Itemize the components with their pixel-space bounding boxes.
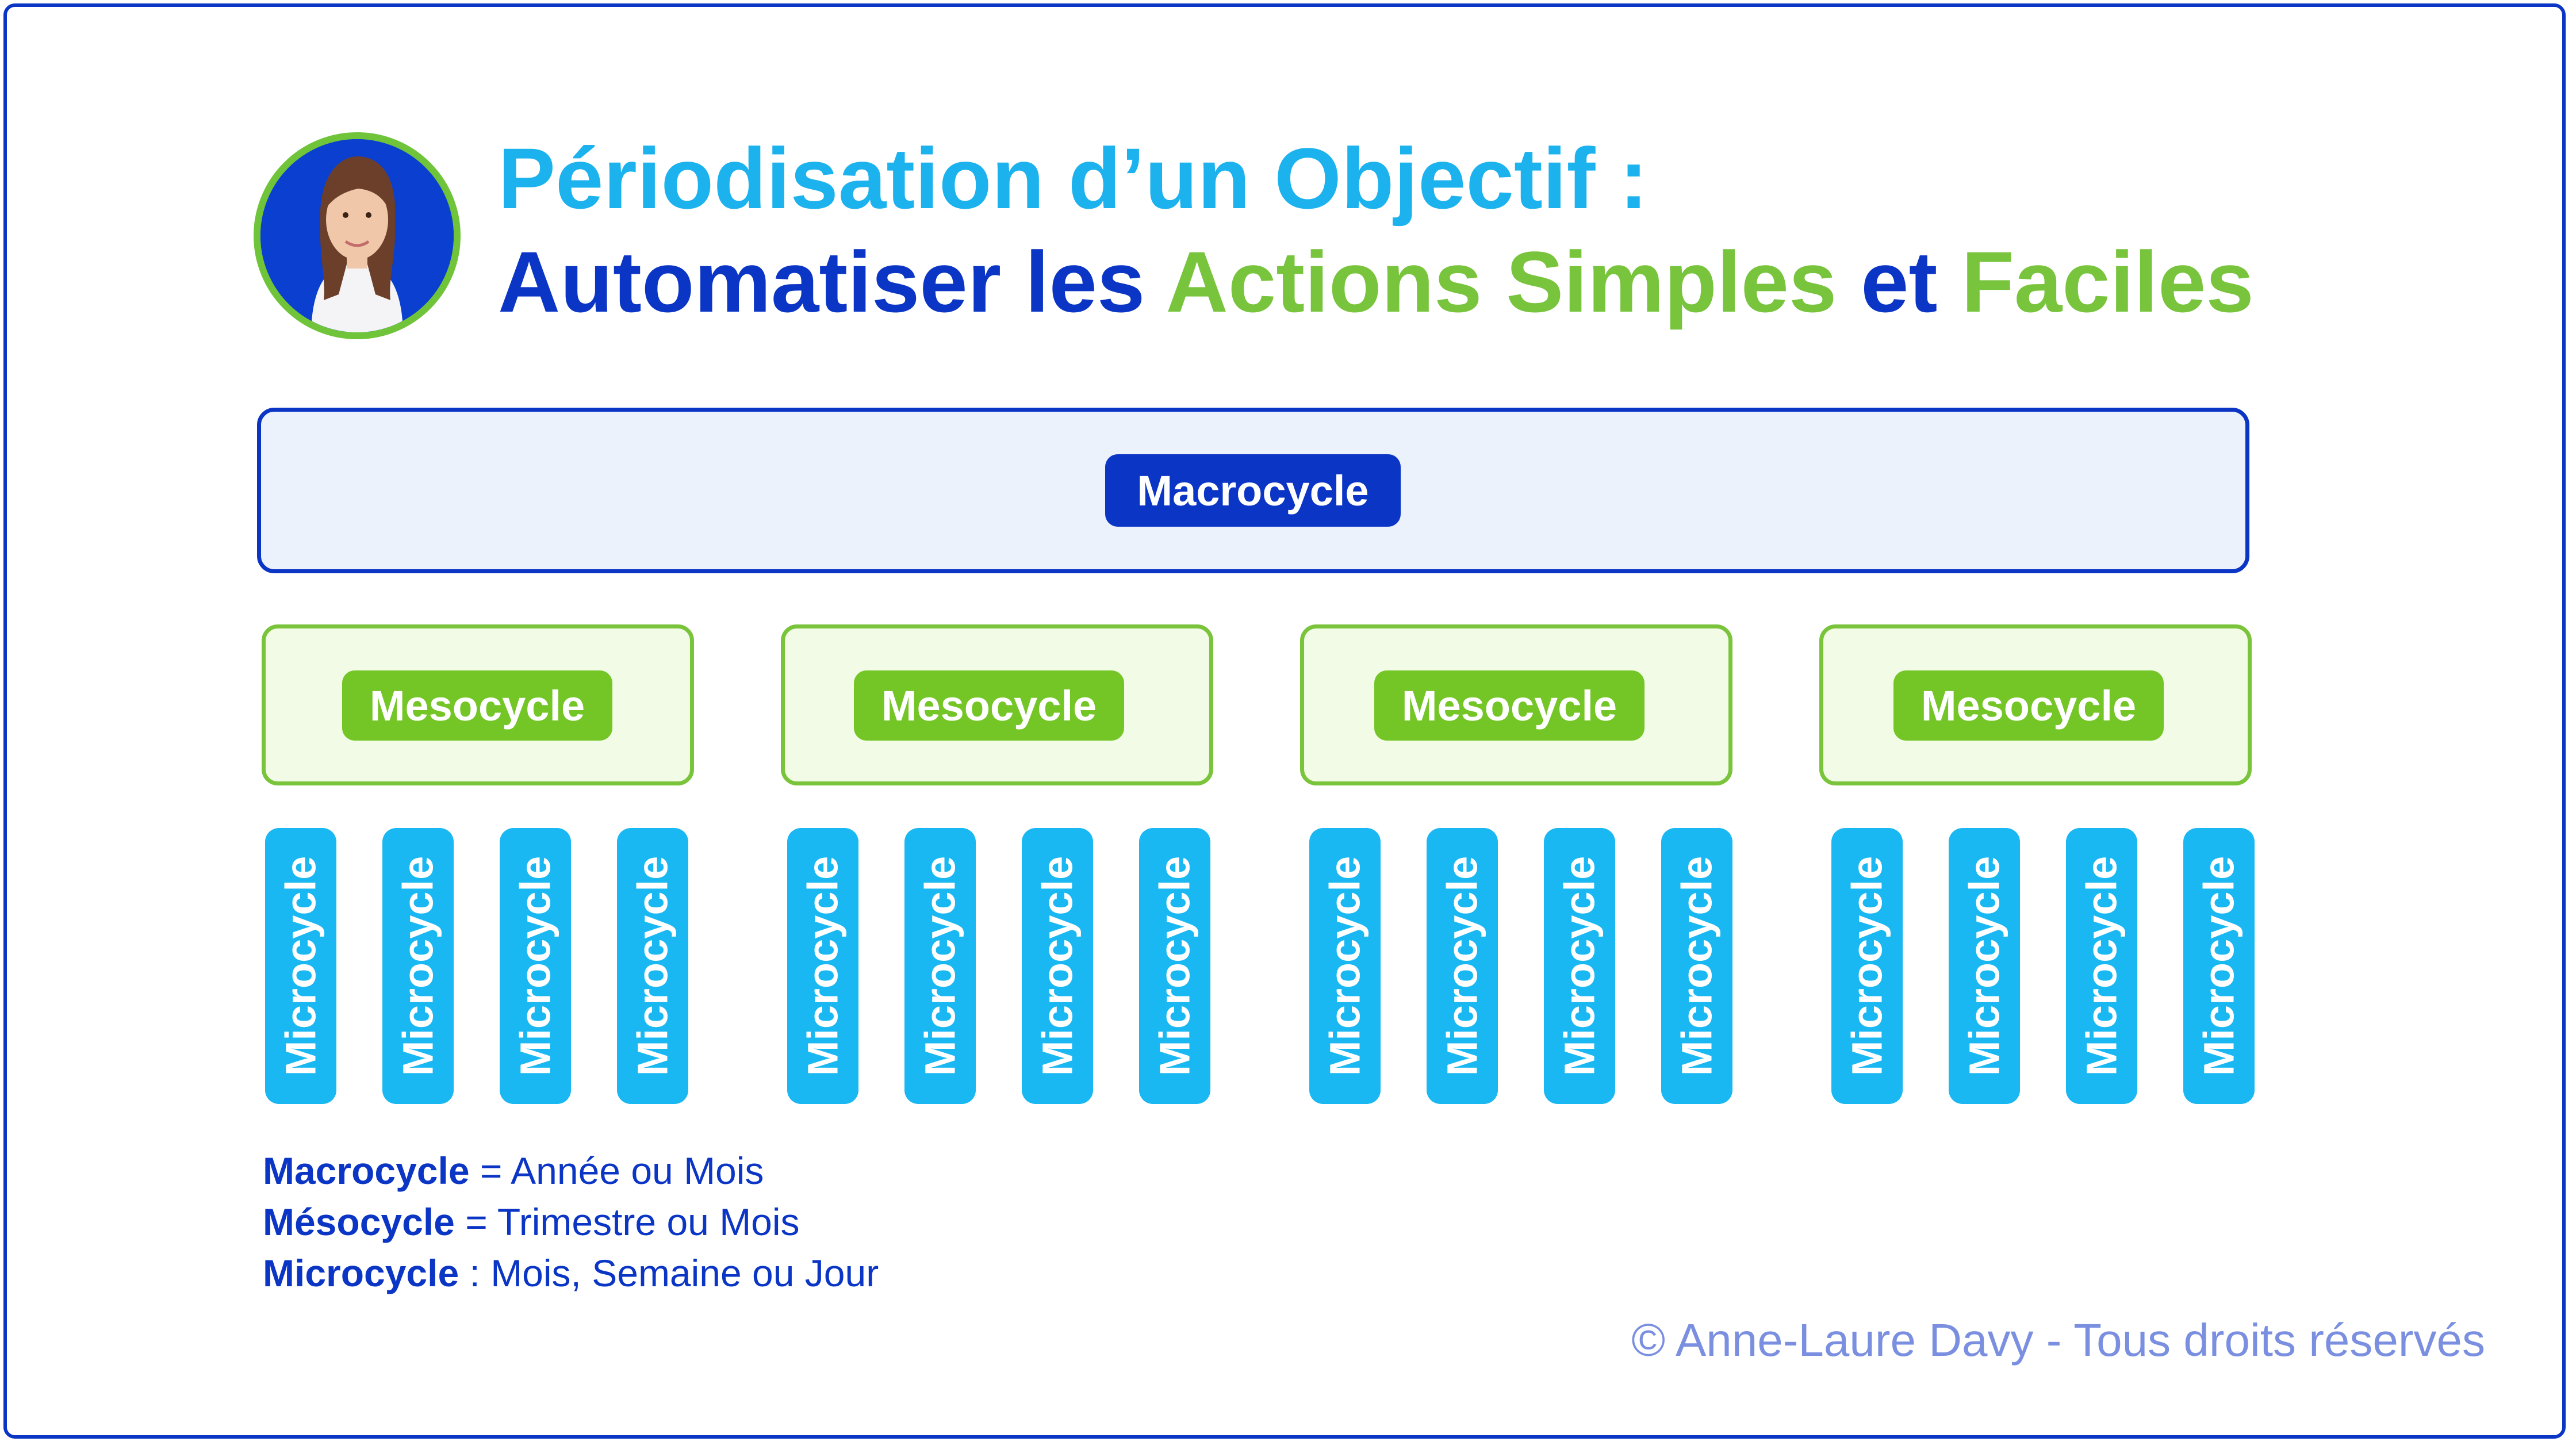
microcycle-2-1: Microcycle [787,828,858,1104]
microcycle-3-4: Microcycle [1661,828,1732,1104]
mesocycle-label-4: Mesocycle [1893,670,2164,741]
mesocycle-box-2 [781,624,1213,785]
legend-macrocycle: Macrocycle = Année ou Mois [263,1148,764,1194]
title-actions-simples: Actions Simples [1166,233,1837,330]
microcycle-4-2: Microcycle [1949,828,2020,1104]
mesocycle-label-1: Mesocycle [342,670,612,741]
legend-definition: : Mois, Semaine ou Jour [459,1252,879,1294]
microcycle-label: Microcycle [1151,856,1199,1076]
microcycle-3-3: Microcycle [1544,828,1615,1104]
title-line-2: Automatiser les Actions Simples et Facil… [498,236,2254,328]
microcycle-2-2: Microcycle [904,828,976,1104]
title-automatiser: Automatiser les [498,233,1166,330]
microcycle-label: Microcycle [628,856,677,1076]
legend-term: Microcycle [263,1252,459,1294]
microcycle-label: Microcycle [916,856,964,1076]
mesocycle-label-3: Mesocycle [1374,670,1644,741]
microcycle-label: Microcycle [1321,856,1369,1076]
microcycle-3-2: Microcycle [1427,828,1498,1104]
microcycle-label: Microcycle [1843,856,1891,1076]
microcycle-1-4: Microcycle [617,828,688,1104]
microcycle-4-3: Microcycle [2066,828,2137,1104]
microcycle-label: Microcycle [1673,856,1721,1076]
microcycle-label: Microcycle [2195,856,2243,1076]
macrocycle-label: Macrocycle [1105,454,1401,527]
legend-definition: = Année ou Mois [469,1149,764,1192]
macrocycle-box [257,408,2249,573]
microcycle-4-4: Microcycle [2183,828,2255,1104]
microcycle-1-3: Microcycle [500,828,571,1104]
legend-microcycle: Microcycle : Mois, Semaine ou Jour [263,1250,879,1296]
microcycle-label: Microcycle [1033,856,1082,1076]
mesocycle-box-4 [1819,624,2252,785]
microcycle-label: Microcycle [1960,856,2008,1076]
title-faciles: Faciles [1961,233,2254,330]
microcycle-4-1: Microcycle [1831,828,1903,1104]
microcycle-3-1: Microcycle [1309,828,1381,1104]
microcycle-label: Microcycle [1555,856,1604,1076]
microcycle-2-3: Microcycle [1022,828,1093,1104]
microcycle-label: Microcycle [277,856,325,1076]
microcycle-label: Microcycle [1438,856,1486,1076]
title-et: et [1837,233,1962,330]
author-avatar [254,132,461,339]
microcycle-1-1: Microcycle [265,828,336,1104]
mesocycle-label-2: Mesocycle [854,670,1124,741]
legend-mesocycle: Mésocycle = Trimestre ou Mois [263,1199,800,1245]
microcycle-label: Microcycle [2077,856,2126,1076]
microcycle-label: Microcycle [511,856,559,1076]
microcycle-1-2: Microcycle [382,828,454,1104]
legend-term: Macrocycle [263,1149,470,1192]
microcycle-label: Microcycle [799,856,847,1076]
legend-definition: = Trimestre ou Mois [454,1201,800,1243]
copyright-notice: © Anne-Laure Davy - Tous droits réservés [1631,1314,2485,1366]
microcycle-2-4: Microcycle [1139,828,1210,1104]
microcycle-label: Microcycle [394,856,442,1076]
title-line-1: Périodisation d’un Objectif : [498,130,1649,227]
legend-term: Mésocycle [263,1201,455,1243]
